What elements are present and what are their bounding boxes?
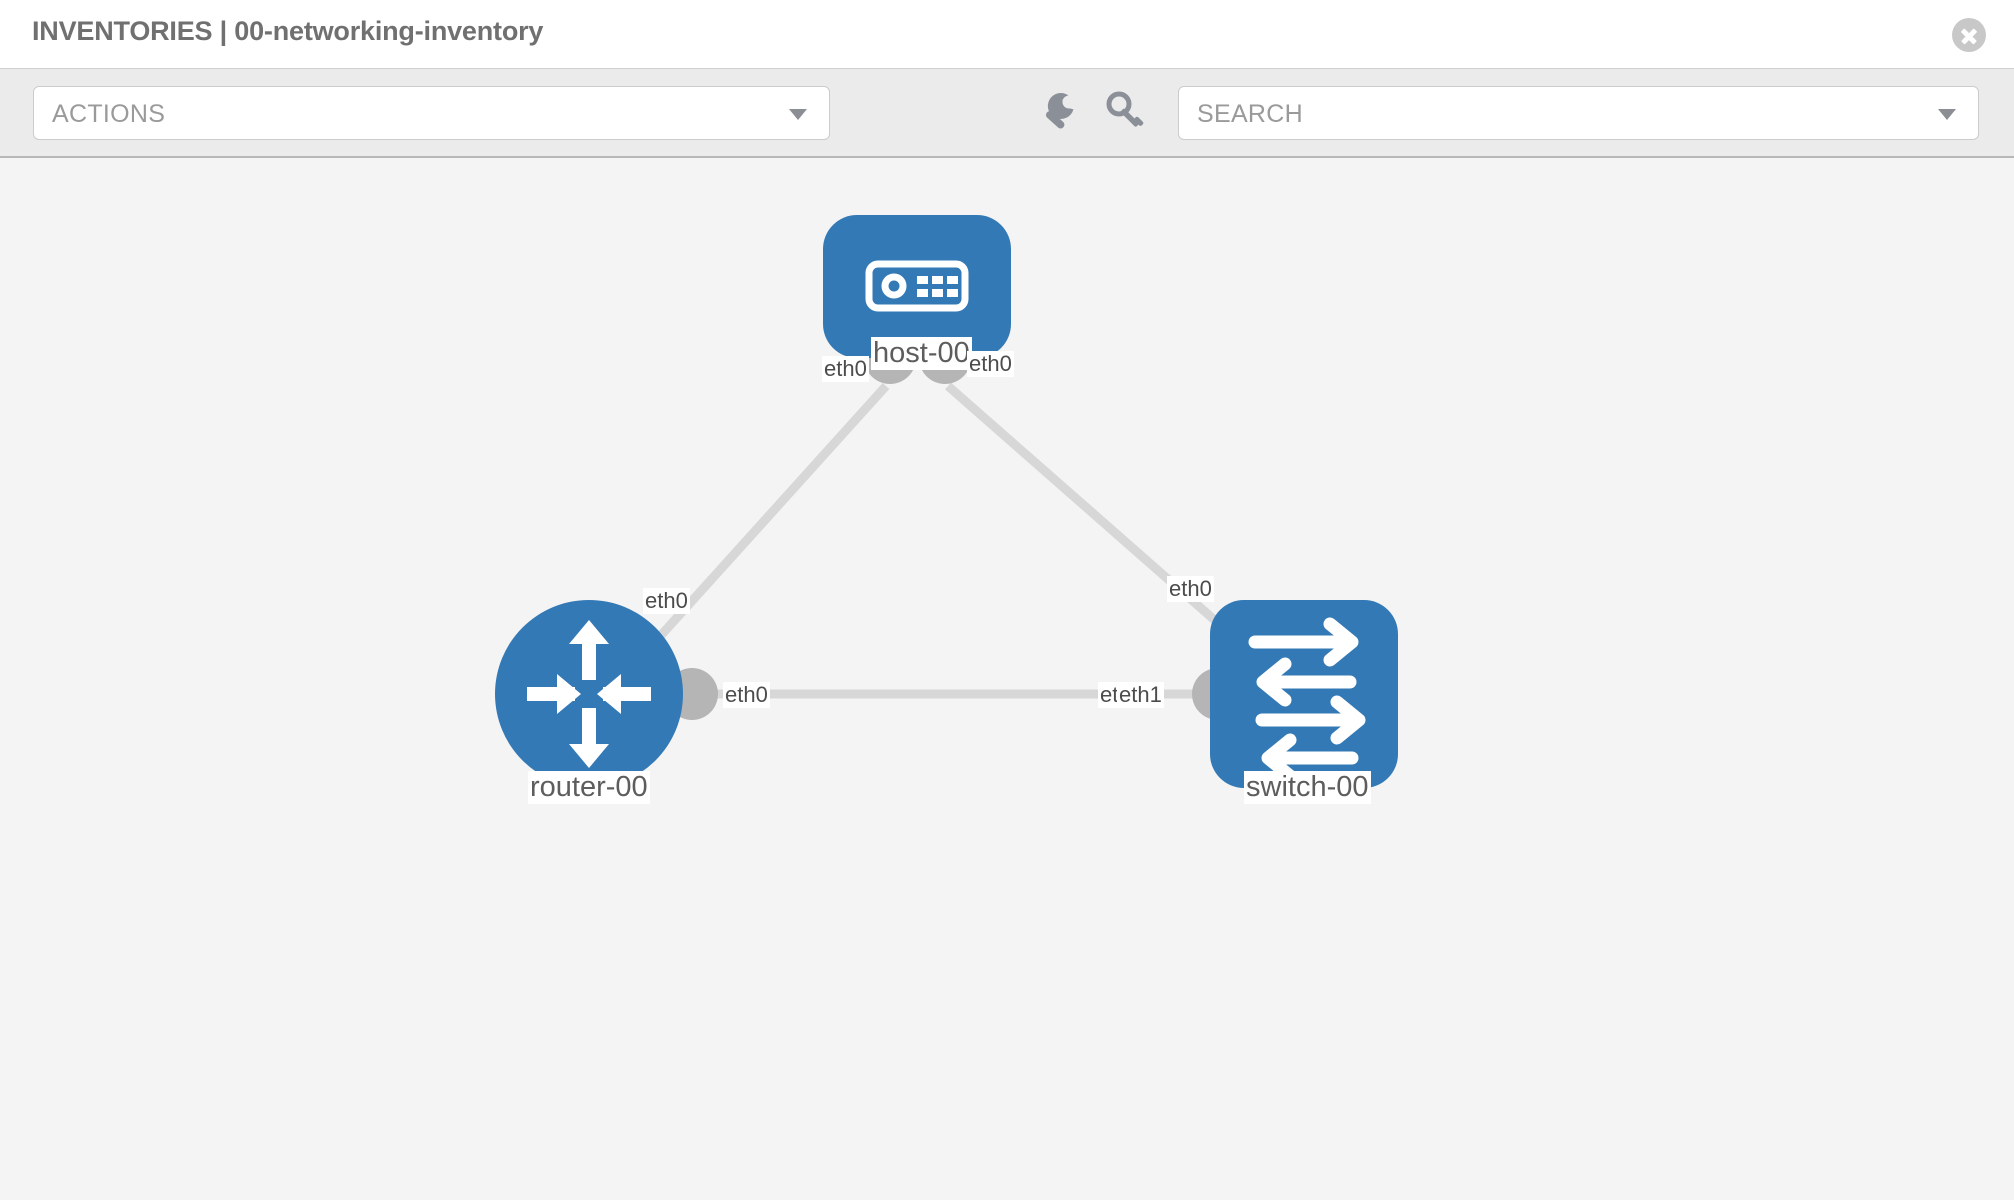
iface-label-router00-right: eth0: [723, 682, 770, 708]
topology-graph: [495, 215, 1398, 788]
search-placeholder: SEARCH: [1197, 100, 1303, 128]
chevron-down-icon: [789, 109, 807, 120]
iface-label-host00-left: eth0: [822, 356, 869, 382]
page-header: INVENTORIES | 00-networking-inventory: [0, 0, 2014, 68]
node-label-router-00: router-00: [528, 771, 650, 804]
search-input[interactable]: SEARCH: [1178, 86, 1979, 140]
actions-dropdown-label: ACTIONS: [52, 100, 166, 128]
node-router-00: [495, 600, 683, 788]
page-title: INVENTORIES | 00-networking-inventory: [32, 16, 544, 46]
link-layer: [641, 382, 1246, 699]
iface-label-host00-right: eth0: [967, 351, 1014, 377]
wrench-icon[interactable]: [1038, 89, 1082, 137]
server-icon: [865, 260, 969, 312]
node-label-host-00: host-00: [871, 337, 972, 370]
key-icon[interactable]: [1104, 89, 1148, 137]
switch-arrows-icon: [1248, 617, 1366, 783]
topology-canvas[interactable]: host-00 router-00 switch-00 eth0 eth0 et…: [0, 158, 2014, 1200]
node-switch-00: [1210, 600, 1398, 788]
node-label-switch-00: switch-00: [1244, 771, 1371, 804]
node-router-00-body: [495, 600, 683, 788]
iface-label-router00-up: eth0: [643, 588, 690, 614]
close-icon[interactable]: [1952, 18, 1986, 52]
node-host-00: [823, 215, 1011, 358]
link-host00-switch00: [945, 382, 1246, 649]
iface-label-switch00-up: eth0: [1167, 576, 1214, 602]
chevron-down-icon[interactable]: [1938, 109, 1956, 120]
toolbar: ACTIONS SEARCH: [0, 68, 2014, 158]
actions-dropdown[interactable]: ACTIONS: [33, 86, 830, 140]
iface-label-switch00-left: eth1: [1117, 682, 1164, 708]
router-arrows-icon: [527, 620, 651, 768]
node-host-00-body: [823, 215, 1011, 358]
